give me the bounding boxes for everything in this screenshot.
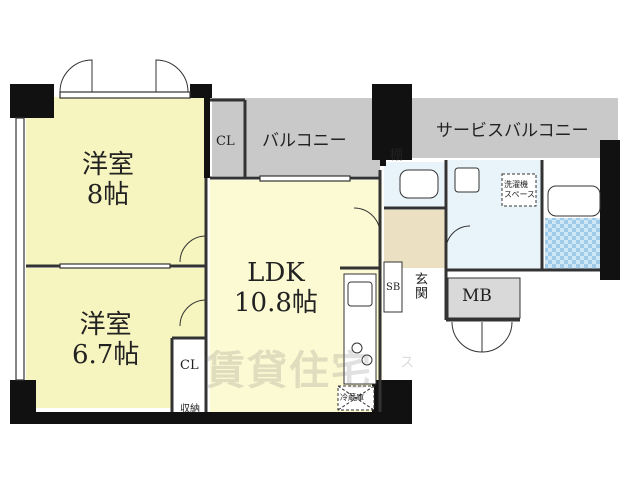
closet-2-label: CL	[180, 358, 199, 373]
western-room-2-label: 洋室 6.7帖	[72, 310, 139, 370]
watermark-sub: ス	[400, 355, 414, 371]
shelf-label: 棚	[390, 148, 404, 163]
western-room-1-name: 洋室	[82, 150, 135, 180]
shoe-box	[383, 261, 403, 313]
stove-burner	[361, 354, 373, 366]
western-room-2-size: 6.7帖	[72, 340, 140, 370]
entrance-label: 玄関	[412, 272, 427, 300]
fridge-label: 冷蔵庫	[340, 393, 364, 402]
interior-walls	[26, 98, 600, 412]
bathtub	[547, 185, 601, 217]
washer-space	[501, 173, 537, 207]
ldk-label: LDK 10.8帖	[234, 258, 318, 318]
meter-box	[447, 277, 521, 319]
fixtures	[337, 167, 601, 411]
ldk-size: 10.8帖	[234, 288, 318, 318]
ldk-name: LDK	[247, 258, 305, 288]
western-room-1-size: 8帖	[86, 180, 130, 210]
entry-hall-floor	[384, 210, 446, 268]
balcony-label: バルコニー	[262, 131, 347, 151]
bath-floor	[545, 218, 605, 270]
service-balcony-label: サービスバルコニー	[436, 121, 589, 141]
meter-box-label: MB	[462, 286, 492, 306]
western-room-2-floor	[26, 268, 171, 408]
western-room-2-name: 洋室	[79, 310, 132, 340]
western-room-1-floor	[26, 97, 206, 265]
wash-basin	[454, 167, 480, 193]
windows	[15, 91, 351, 381]
stove-burner	[351, 342, 363, 354]
toilet	[399, 169, 439, 199]
balcony-area	[212, 98, 380, 176]
watermark: 賃貸住宅	[205, 348, 373, 394]
sink	[347, 281, 373, 307]
western-room-1-label: 洋室 8帖	[82, 150, 134, 210]
closet-1-label: CL	[216, 134, 235, 149]
door-swings	[59, 59, 513, 353]
washer-space-label: 洗濯機 スペース	[504, 180, 536, 199]
service-balcony-area	[410, 98, 618, 158]
storage-label: 収納	[180, 404, 200, 415]
western-room-2-floor-ext	[171, 268, 206, 338]
shoe-box-label: SB	[386, 282, 401, 293]
